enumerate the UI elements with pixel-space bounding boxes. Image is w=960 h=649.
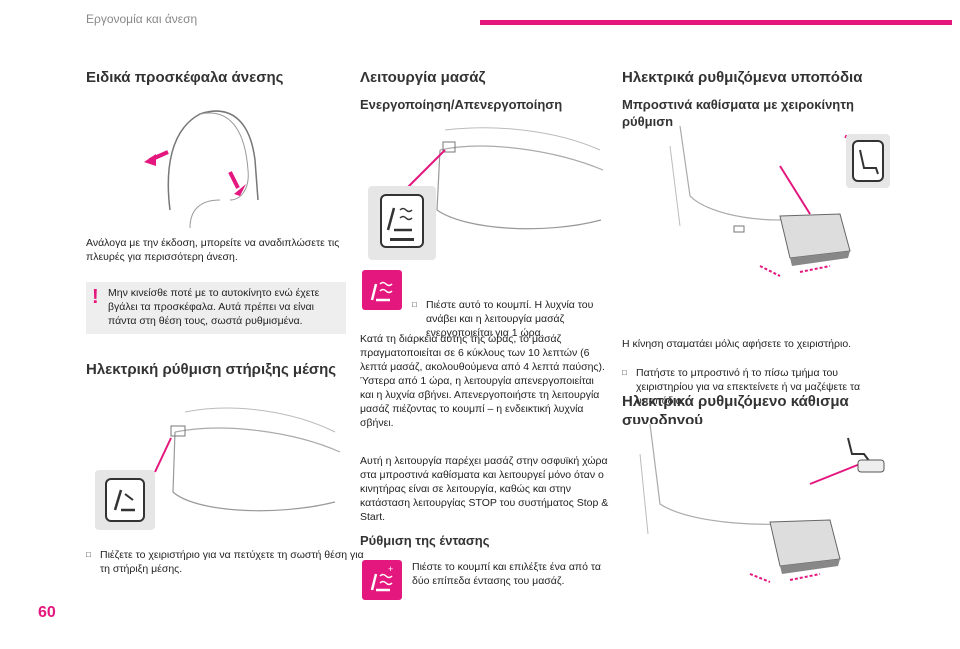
- warning-box: [86, 282, 346, 334]
- intensity-title: Ρύθμιση της έντασης: [360, 533, 490, 548]
- lumbar-button-panel: [95, 470, 155, 530]
- headrest-illustration: [130, 100, 330, 228]
- legrest-title: Ηλεκτρικά ρυθμιζόμενα υποπόδια: [622, 69, 863, 86]
- massage-button[interactable]: [380, 194, 424, 248]
- massage-press-text: Πιέστε αυτό το κουμπί. Η λυχνία του ανάβ…: [412, 298, 621, 340]
- legrest-front-note: Η κίνηση σταματάει μόλις αφήσετε το χειρ…: [622, 338, 852, 350]
- lumbar-title: Ηλεκτρική ρύθμιση στήριξης μέσης: [86, 361, 337, 378]
- massage-red-button: [362, 270, 402, 310]
- massage-paragraph-2: Αυτή η λειτουργία παρέχει μασάζ στην οσφ…: [360, 455, 609, 523]
- massage-button-panel: [368, 186, 436, 260]
- lumbar-instruction: Πιέζετε το χειριστήριο για να πετύχετε τ…: [86, 548, 365, 576]
- massage-paragraph-1: Κατά τη διάρκεια αυτής της ώρας, το μασά…: [360, 333, 605, 429]
- legrest-front-instruction: Πατήστε το μπροστινό ή το πίσω τμήμα του…: [622, 366, 898, 408]
- legrest-front-button-panel: [846, 134, 890, 188]
- warning-icon: !: [92, 286, 99, 308]
- legrest-driver-button[interactable]: [840, 430, 886, 476]
- headrest-text: Ανάλογα με την έκδοση, μπορείτε να αναδι…: [86, 237, 340, 263]
- header-accent-bar: [480, 20, 952, 25]
- headrest-title: Ειδικά προσκέφαλα άνεσης: [86, 69, 284, 86]
- intensity-text: Πιέστε το κουμπί και επιλέξτε ένα από τα…: [412, 561, 601, 587]
- intensity-red-button: +: [362, 560, 402, 600]
- svg-text:+: +: [388, 564, 393, 574]
- legrest-front-button[interactable]: [852, 140, 884, 182]
- lumbar-button[interactable]: [105, 478, 145, 522]
- onoff-title: Ενεργοποίηση/Απενεργοποίηση: [360, 97, 563, 112]
- page-number: 60: [38, 604, 56, 621]
- massage-title: Λειτουργία μασάζ: [360, 69, 486, 86]
- section-header: Εργονομία και άνεση: [86, 12, 198, 26]
- warning-text: Μην κινείσθε ποτέ με το αυτοκίνητο ενώ έ…: [108, 287, 320, 327]
- front-seats-title: Μπροστινά καθίσματα με χειροκίνητη ρύθμι…: [622, 97, 854, 129]
- legrest-driver-illustration: [630, 424, 890, 584]
